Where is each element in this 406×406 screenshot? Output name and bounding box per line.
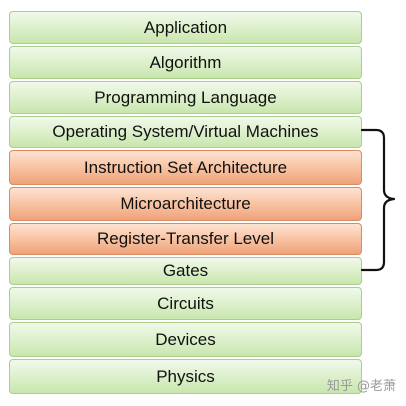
layer-label: Instruction Set Architecture: [83, 157, 288, 177]
layer-label: Operating System/Virtual Machines: [52, 122, 319, 141]
layer-algorithm: Algorithm: [9, 46, 362, 79]
layer-circuits: Circuits: [9, 287, 362, 320]
layer-instruction-set-architecture: Instruction Set Architecture: [9, 150, 362, 185]
layer-physics: Physics: [9, 359, 362, 394]
layer-operating-system: Operating System/Virtual Machines: [9, 116, 362, 148]
layer-label: Physics: [156, 366, 215, 386]
layer-label: Circuits: [157, 293, 214, 313]
layer-label: Gates: [162, 261, 209, 280]
watermark: 知乎 @老萧: [326, 379, 396, 394]
layer-label: Programming Language: [94, 87, 277, 107]
layer-devices: Devices: [9, 322, 362, 357]
layer-label: Algorithm: [149, 52, 222, 72]
layer-label: Register-Transfer Level: [97, 229, 274, 248]
layer-register-transfer-level: Register-Transfer Level: [9, 223, 362, 255]
layer-label: Devices: [155, 329, 216, 349]
layer-microarchitecture: Microarchitecture: [9, 187, 362, 221]
layer-programming-language: Programming Language: [9, 81, 362, 114]
layer-label: Microarchitecture: [120, 194, 251, 213]
layer-gates: Gates: [9, 257, 362, 285]
layer-application: Application: [9, 11, 362, 44]
layer-label: Application: [143, 17, 228, 37]
